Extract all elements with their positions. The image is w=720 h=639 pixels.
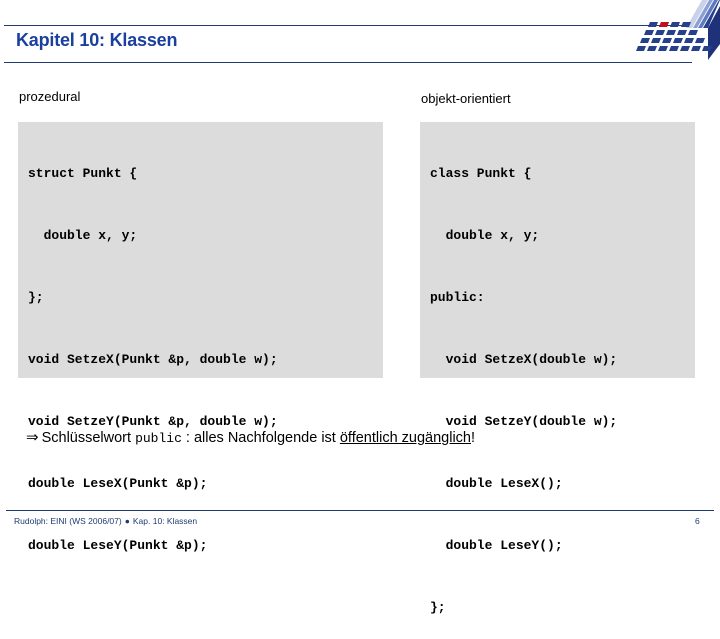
code-line: void SetzeY(Punkt &p, double w); bbox=[28, 414, 278, 429]
code-block-procedural: struct Punkt { double x, y; }; void Setz… bbox=[18, 122, 383, 553]
slide-header: Kapitel 10: Klassen bbox=[0, 0, 720, 70]
header-rule-bottom bbox=[4, 62, 692, 63]
footer-author: Rudolph: EINI (WS 2006/07) bbox=[14, 516, 122, 526]
conclusion-keyword: public bbox=[135, 431, 182, 446]
footer-bullet-icon: ● bbox=[124, 516, 130, 526]
conclusion-text-after: ! bbox=[471, 430, 476, 446]
code-line: double LeseY(Punkt &p); bbox=[28, 538, 208, 553]
code-line: class Punkt { bbox=[430, 166, 532, 181]
footer-credit: Rudolph: EINI (WS 2006/07)●Kap. 10: Klas… bbox=[14, 516, 197, 526]
code-line: double LeseX(Punkt &p); bbox=[28, 476, 208, 491]
conclusion-text-before: Schlüsselwort bbox=[41, 430, 132, 446]
column-header-procedural: prozedural bbox=[19, 89, 81, 104]
header-rule-top bbox=[4, 25, 692, 26]
code-line: public: bbox=[430, 290, 485, 305]
code-line: void SetzeX(Punkt &p, double w); bbox=[28, 352, 278, 367]
footer-rule bbox=[6, 510, 714, 511]
conclusion-underlined-text: öffentlich zugänglich bbox=[339, 430, 471, 446]
column-header-object-oriented: objekt-orientiert bbox=[421, 91, 511, 106]
code-line: }; bbox=[28, 290, 44, 305]
code-line: double LeseY(); bbox=[430, 538, 563, 553]
conclusion-statement: ⇒Schlüsselwort public : alles Nachfolgen… bbox=[26, 428, 475, 446]
double-right-arrow-icon: ⇒ bbox=[26, 429, 39, 446]
code-line: double x, y; bbox=[430, 228, 540, 243]
university-grid-logo-icon bbox=[636, 0, 720, 60]
code-line: struct Punkt { bbox=[28, 166, 138, 181]
code-line: double x, y; bbox=[28, 228, 138, 243]
code-line: void SetzeY(double w); bbox=[430, 414, 618, 429]
conclusion-text-middle: : alles Nachfolgende ist bbox=[185, 430, 336, 446]
footer-chapter: Kap. 10: Klassen bbox=[132, 516, 198, 526]
code-line: }; bbox=[430, 600, 446, 615]
code-line: void SetzeX(double w); bbox=[430, 352, 618, 367]
page-title: Kapitel 10: Klassen bbox=[16, 30, 178, 50]
code-line: double LeseX(); bbox=[430, 476, 563, 491]
code-block-object-oriented: class Punkt { double x, y; public: void … bbox=[420, 122, 695, 615]
page-number: 6 bbox=[695, 516, 700, 526]
